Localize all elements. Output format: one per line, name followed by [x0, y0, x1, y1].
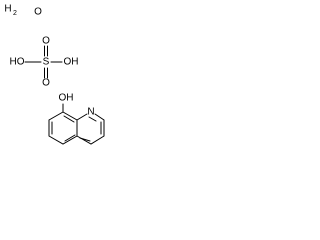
- water-o: O: [34, 7, 42, 18]
- sulfuric-acid: HO S OH O O: [10, 36, 79, 89]
- sulfuric-right-oh: OH: [64, 57, 79, 68]
- benzene-double-bond-3: [63, 115, 75, 123]
- sulfuric-o-top: O: [42, 36, 50, 47]
- sulfuric-left-ho: HO: [10, 57, 25, 68]
- sulfuric-o-bottom: O: [42, 78, 50, 89]
- benzene-ring: [48, 111, 78, 145]
- quinoline-oh: OH: [59, 93, 74, 104]
- pyridine-double-bond-3: [88, 116, 97, 122]
- chemical-structure-diagram: H 2 O HO S OH O O OH N: [4, 4, 105, 145]
- pyridine-bond-c8a-n: [76, 113, 88, 121]
- sulfuric-s: S: [43, 57, 50, 68]
- pyridine-ring: [76, 113, 105, 145]
- hydroxyquinoline: OH N: [48, 93, 105, 145]
- water-h: H: [4, 4, 11, 15]
- water-formula: H 2 O: [4, 4, 42, 18]
- benzene-double-bond-2: [64, 134, 76, 142]
- quinoline-n: N: [87, 107, 94, 118]
- pyridine-double-bond-2: [79, 137, 91, 142]
- water-subscript: 2: [13, 10, 17, 17]
